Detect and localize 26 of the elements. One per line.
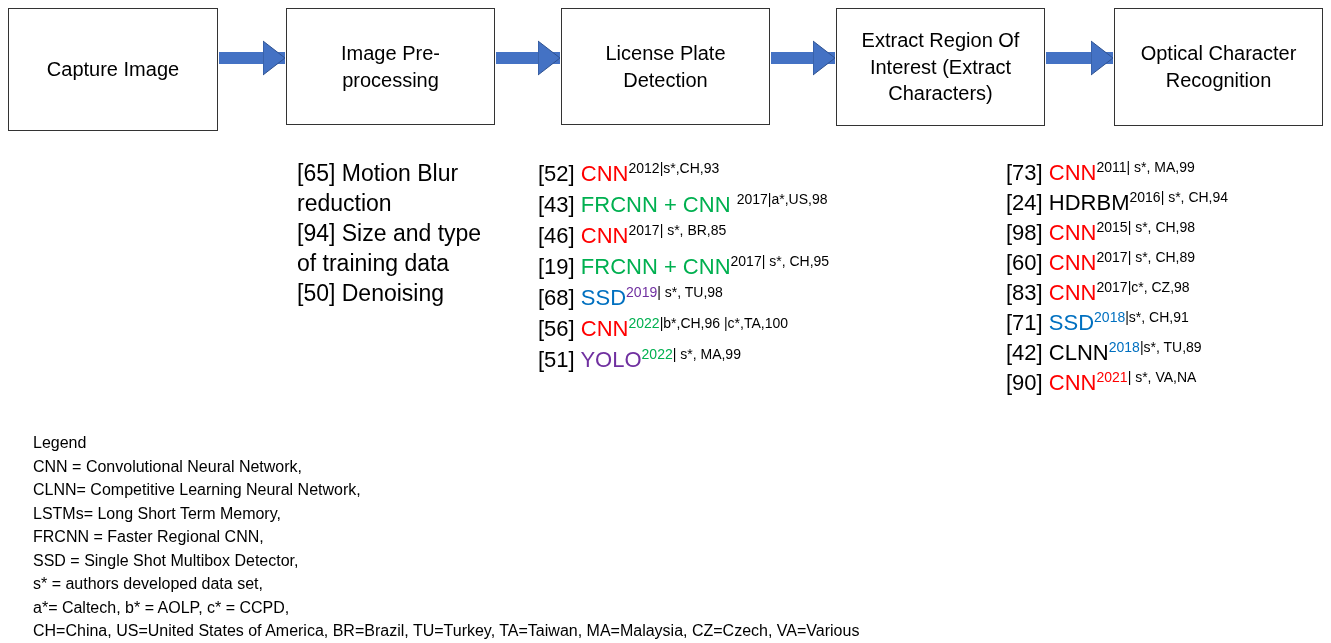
method-note: [65] Motion Blur reduction	[297, 159, 460, 218]
process-box	[561, 8, 770, 125]
process-box	[1114, 8, 1323, 126]
process-label: Capture Image	[46, 57, 180, 83]
block-arrow	[771, 40, 836, 76]
method-note: [94] Size and type of training data	[297, 219, 483, 278]
process-label: Extract Region Of Interest (Extract Characters)	[860, 28, 1021, 107]
process-box	[8, 8, 218, 131]
legend-entry: LSTMs= Long Short Term Memory,	[33, 503, 282, 524]
legend-entry: FRCNN = Faster Regional CNN,	[33, 527, 265, 547]
block-arrow	[496, 40, 561, 76]
process-label: License Plate Detection	[604, 40, 727, 93]
process-box	[836, 8, 1045, 126]
block-arrow	[219, 40, 286, 76]
process-box	[286, 8, 495, 125]
legend-entry: CNN = Convolutional Neural Network,	[33, 456, 303, 477]
legend-entry: a*= Caltech, b* = AOLP, c* = CCPD,	[33, 597, 291, 618]
process-label: Image Pre-processing	[340, 40, 441, 93]
legend-entry: SSD = Single Shot Multibox Detector,	[33, 550, 300, 571]
legend-heading: Legend	[33, 433, 88, 453]
method-note: [50] Denoising	[297, 279, 446, 308]
legend-entry: CH=China, US=United States of America, BR=Brazil, TU=Turkey, TA=Taiwan, MA=Malaysia, CZ=Czech, VA=Various	[33, 621, 860, 641]
block-arrow	[1046, 40, 1114, 76]
process-label: Optical Character Recognition	[1139, 41, 1298, 93]
legend-entry: s* = authors developed data set,	[33, 574, 264, 594]
legend-entry: CLNN= Competitive Learning Neural Network,	[33, 480, 362, 500]
